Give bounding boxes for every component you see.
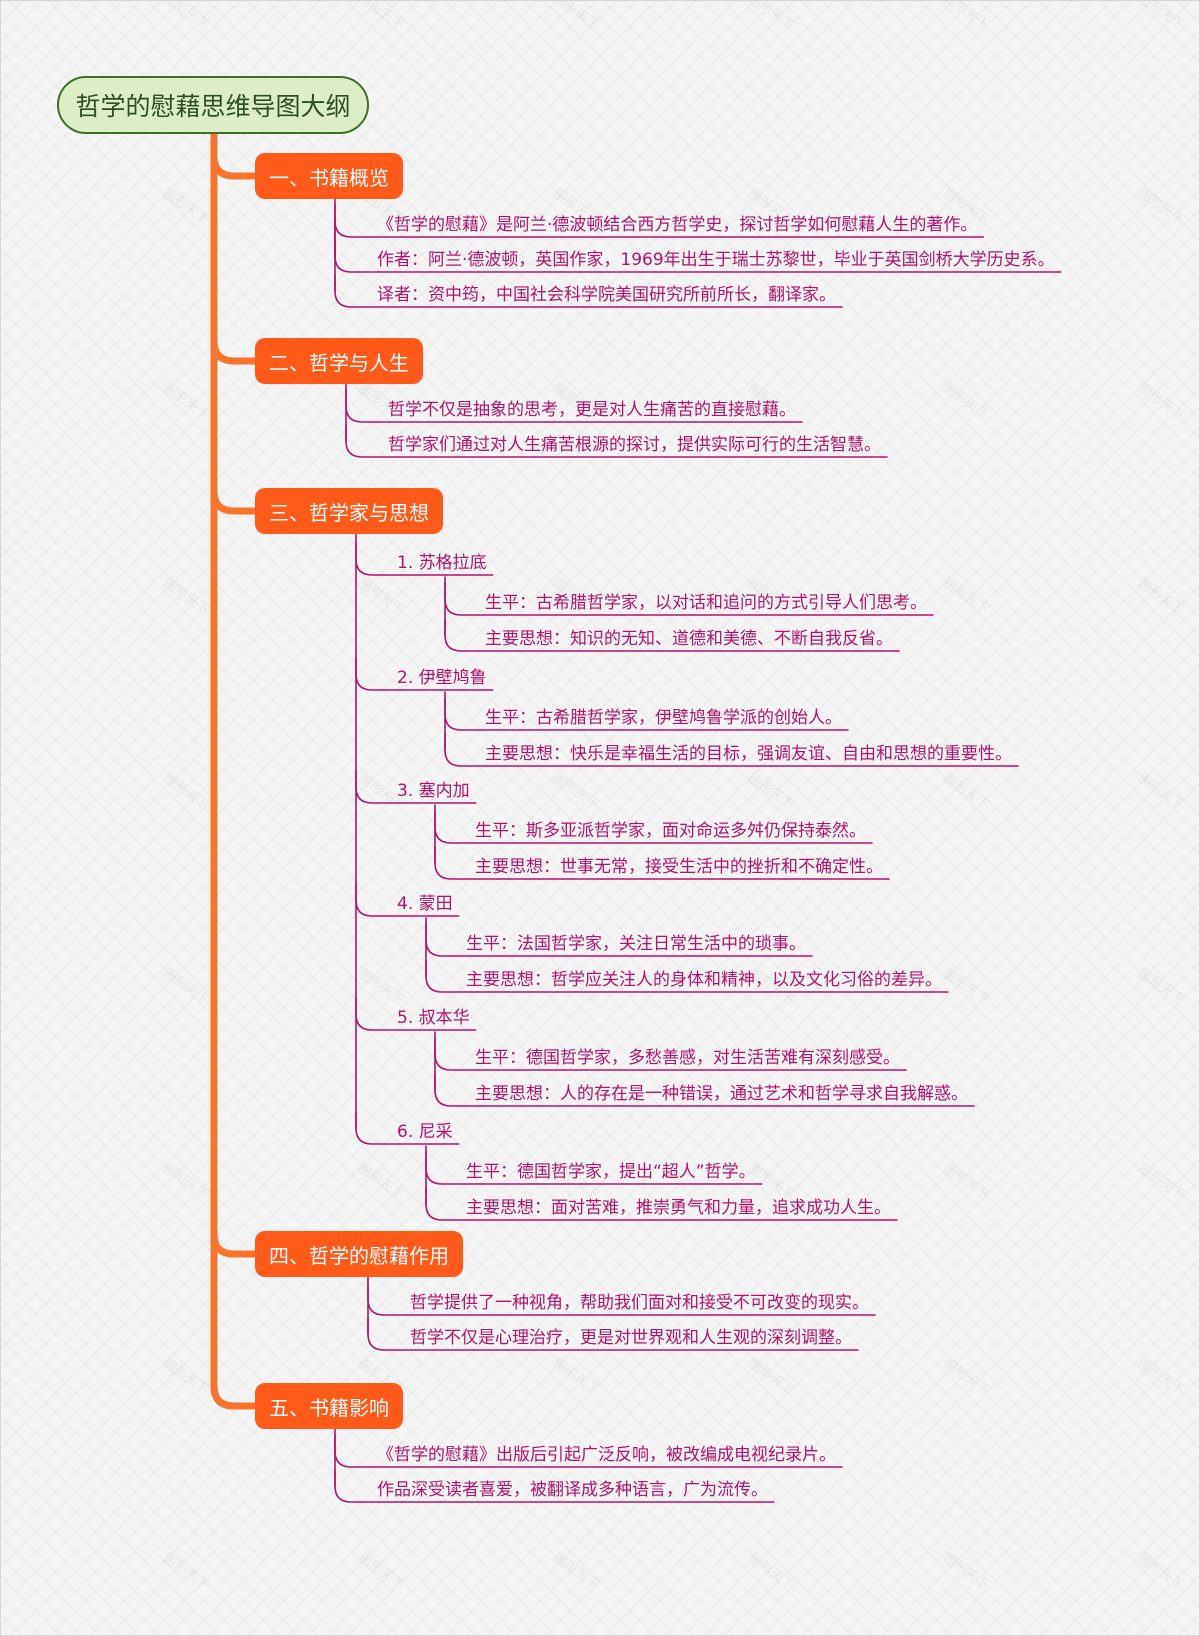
section-1-item-2[interactable]: 作者：阿兰·德波顿，英国作家，1969年出生于瑞士苏黎世，毕业于英国剑桥大学历史… bbox=[377, 250, 1055, 270]
philosopher-1-name-connector bbox=[355, 542, 494, 576]
section-5-item-2-connector bbox=[334, 1469, 775, 1503]
section-2-item-2[interactable]: 哲学家们通过对人生痛苦根源的探讨，提供实际可行的生活智慧。 bbox=[388, 435, 881, 455]
section-branch-1 bbox=[210, 152, 259, 180]
philosopher-5-thought-connector bbox=[434, 1073, 975, 1107]
philosopher-3-thought-connector bbox=[434, 846, 890, 880]
philosopher-2-thought[interactable]: 主要思想：快乐是幸福生活的目标，强调友谊、自由和思想的重要性。 bbox=[485, 744, 1012, 764]
section-branch-3 bbox=[210, 487, 259, 515]
section-branch-5 bbox=[210, 1382, 259, 1410]
philosopher-6-name[interactable]: 6. 尼采 bbox=[397, 1122, 453, 1142]
philosopher-4-name-connector bbox=[355, 883, 460, 917]
section-branch-4 bbox=[210, 1230, 259, 1258]
philosopher-6-life[interactable]: 生平：德国哲学家，提出“超人”哲学。 bbox=[466, 1162, 756, 1182]
main-trunk bbox=[210, 130, 259, 1410]
philosopher-2-thought-connector bbox=[444, 733, 1019, 767]
section-2-item-1[interactable]: 哲学不仅是抽象的思考，更是对人生痛苦的直接慰藉。 bbox=[388, 400, 796, 420]
philosopher-3-life[interactable]: 生平：斯多亚派哲学家，面对命运多舛仍保持泰然。 bbox=[475, 821, 866, 841]
philosopher-1-life[interactable]: 生平：古希腊哲学家，以对话和追问的方式引导人们思考。 bbox=[485, 593, 927, 613]
section-node-4[interactable]: 四、哲学的慰藉作用 bbox=[255, 1231, 463, 1277]
philosopher-6-name-connector bbox=[355, 1111, 460, 1145]
philosopher-4-thought[interactable]: 主要思想：哲学应关注人的身体和精神，以及文化习俗的差异。 bbox=[466, 970, 942, 990]
section-node-3[interactable]: 三、哲学家与思想 bbox=[255, 488, 443, 534]
philosopher-5-life[interactable]: 生平：德国哲学家，多愁善感，对生活苦难有深刻感受。 bbox=[475, 1048, 900, 1068]
philosopher-1-name[interactable]: 1. 苏格拉底 bbox=[397, 553, 487, 573]
section-1-item-3[interactable]: 译者：资中筠，中国社会科学院美国研究所前所长，翻译家。 bbox=[377, 285, 836, 305]
section-1-item-3-connector bbox=[334, 274, 843, 308]
philosopher-1-thought[interactable]: 主要思想：知识的无知、道德和美德、不断自我反省。 bbox=[485, 629, 893, 649]
philosopher-1-thought-connector bbox=[444, 618, 900, 652]
section-1-item-1[interactable]: 《哲学的慰藉》是阿兰·德波顿结合西方哲学史，探讨哲学如何慰藉人生的著作。 bbox=[377, 215, 978, 235]
section-5-item-2[interactable]: 作品深受读者喜爱，被翻译成多种语言，广为流传。 bbox=[377, 1480, 768, 1500]
philosopher-3-name-connector bbox=[355, 770, 477, 804]
philosopher-2-name-connector bbox=[355, 657, 494, 691]
philosopher-5-thought[interactable]: 主要思想：人的存在是一种错误，通过艺术和哲学寻求自我解惑。 bbox=[475, 1084, 968, 1104]
philosopher-3-name[interactable]: 3. 塞内加 bbox=[397, 781, 470, 801]
section-node-5[interactable]: 五、书籍影响 bbox=[255, 1383, 403, 1429]
philosopher-3-thought[interactable]: 主要思想：世事无常，接受生活中的挫折和不确定性。 bbox=[475, 857, 883, 877]
philosopher-4-life[interactable]: 生平：法国哲学家，关注日常生活中的琐事。 bbox=[466, 934, 806, 954]
section-5-item-1[interactable]: 《哲学的慰藉》出版后引起广泛反响，被改编成电视纪录片。 bbox=[377, 1445, 836, 1465]
section-2-item-2-connector bbox=[345, 424, 888, 458]
philosopher-5-name-connector bbox=[355, 997, 477, 1031]
philosopher-4-thought-connector bbox=[425, 959, 949, 993]
philosopher-6-thought[interactable]: 主要思想：面对苦难，推崇勇气和力量，追求成功人生。 bbox=[466, 1198, 891, 1218]
section-branch-2 bbox=[210, 337, 259, 365]
section-node-2[interactable]: 二、哲学与人生 bbox=[255, 338, 423, 384]
section-4-item-2-connector bbox=[367, 1317, 859, 1351]
philosopher-6-thought-connector bbox=[425, 1187, 898, 1221]
philosopher-4-name[interactable]: 4. 蒙田 bbox=[397, 894, 453, 914]
section-4-item-2[interactable]: 哲学不仅是心理治疗，更是对世界观和人生观的深刻调整。 bbox=[410, 1328, 852, 1348]
section-node-1[interactable]: 一、书籍概览 bbox=[255, 153, 403, 199]
root-node[interactable]: 哲学的慰藉思维导图大纲 bbox=[57, 76, 369, 134]
section-4-item-1[interactable]: 哲学提供了一种视角，帮助我们面对和接受不可改变的现实。 bbox=[410, 1293, 869, 1313]
philosopher-2-life[interactable]: 生平：古希腊哲学家，伊壁鸠鲁学派的创始人。 bbox=[485, 708, 842, 728]
philosopher-2-name[interactable]: 2. 伊壁鸠鲁 bbox=[397, 668, 487, 688]
philosopher-5-name[interactable]: 5. 叔本华 bbox=[397, 1008, 470, 1028]
